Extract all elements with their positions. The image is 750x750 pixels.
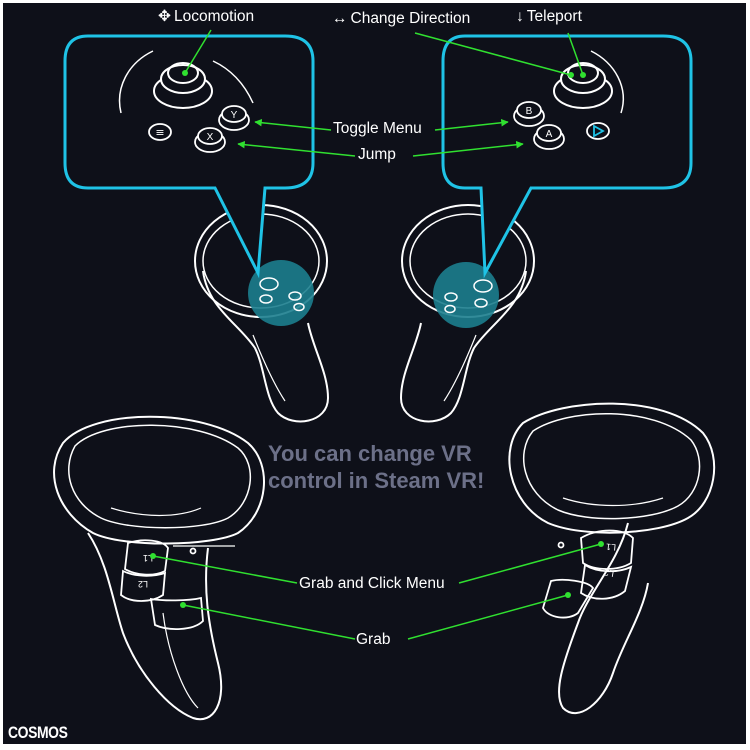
right-upper-trigger-label: L1 — [606, 542, 617, 553]
jump-label: Jump — [358, 146, 396, 163]
move-icon: ✥ — [158, 8, 171, 25]
left-thumbstick-zoomed — [118, 50, 254, 114]
left-controller-side — [53, 415, 265, 721]
right-face-buttons — [513, 101, 610, 150]
down-arrow-icon: ↓ — [516, 8, 524, 25]
a-button-label: A — [546, 129, 553, 140]
y-button-label: Y — [231, 110, 238, 121]
right-thumbstick-zoomed — [553, 50, 625, 114]
right-trigger-buttons — [542, 529, 634, 619]
right-highlight — [433, 262, 499, 328]
right-controller-side — [508, 402, 716, 714]
left-callout-bubble — [63, 34, 315, 279]
left-trigger-buttons — [120, 539, 235, 630]
pointer-lines — [152, 29, 602, 640]
oculus-button-icon — [593, 124, 605, 138]
right-callout-bubble — [441, 34, 693, 279]
grab-label: Grab — [356, 631, 391, 648]
locomotion-label: ✥Locomotion — [158, 8, 255, 25]
left-upper-trigger-label: L1 — [143, 553, 153, 563]
teleport-label: ↓Teleport — [516, 8, 582, 25]
toggle-menu-label: Toggle Menu — [333, 120, 422, 137]
grab-and-click-menu-label: Grab and Click Menu — [299, 575, 445, 592]
steam-vr-note: You can change VR control in Steam VR! — [268, 441, 485, 493]
pointer-dots — [150, 70, 604, 608]
horizontal-arrows-icon: ↔ — [332, 10, 348, 27]
x-button-label: X — [207, 132, 214, 143]
left-face-buttons — [148, 105, 250, 153]
left-highlight — [248, 260, 314, 326]
diagram-canvas: Y X ≡ B A — [3, 3, 746, 744]
left-lower-trigger-label: L2 — [138, 579, 148, 589]
brand-logo: COSMOS — [8, 723, 68, 742]
right-lower-trigger-label: L2 — [603, 567, 615, 579]
controller-illustration: Y X ≡ B A — [53, 29, 716, 721]
change-direction-label: ↔Change Direction — [332, 10, 471, 27]
menu-button-icon: ≡ — [155, 126, 164, 139]
b-button-label: B — [526, 106, 533, 117]
